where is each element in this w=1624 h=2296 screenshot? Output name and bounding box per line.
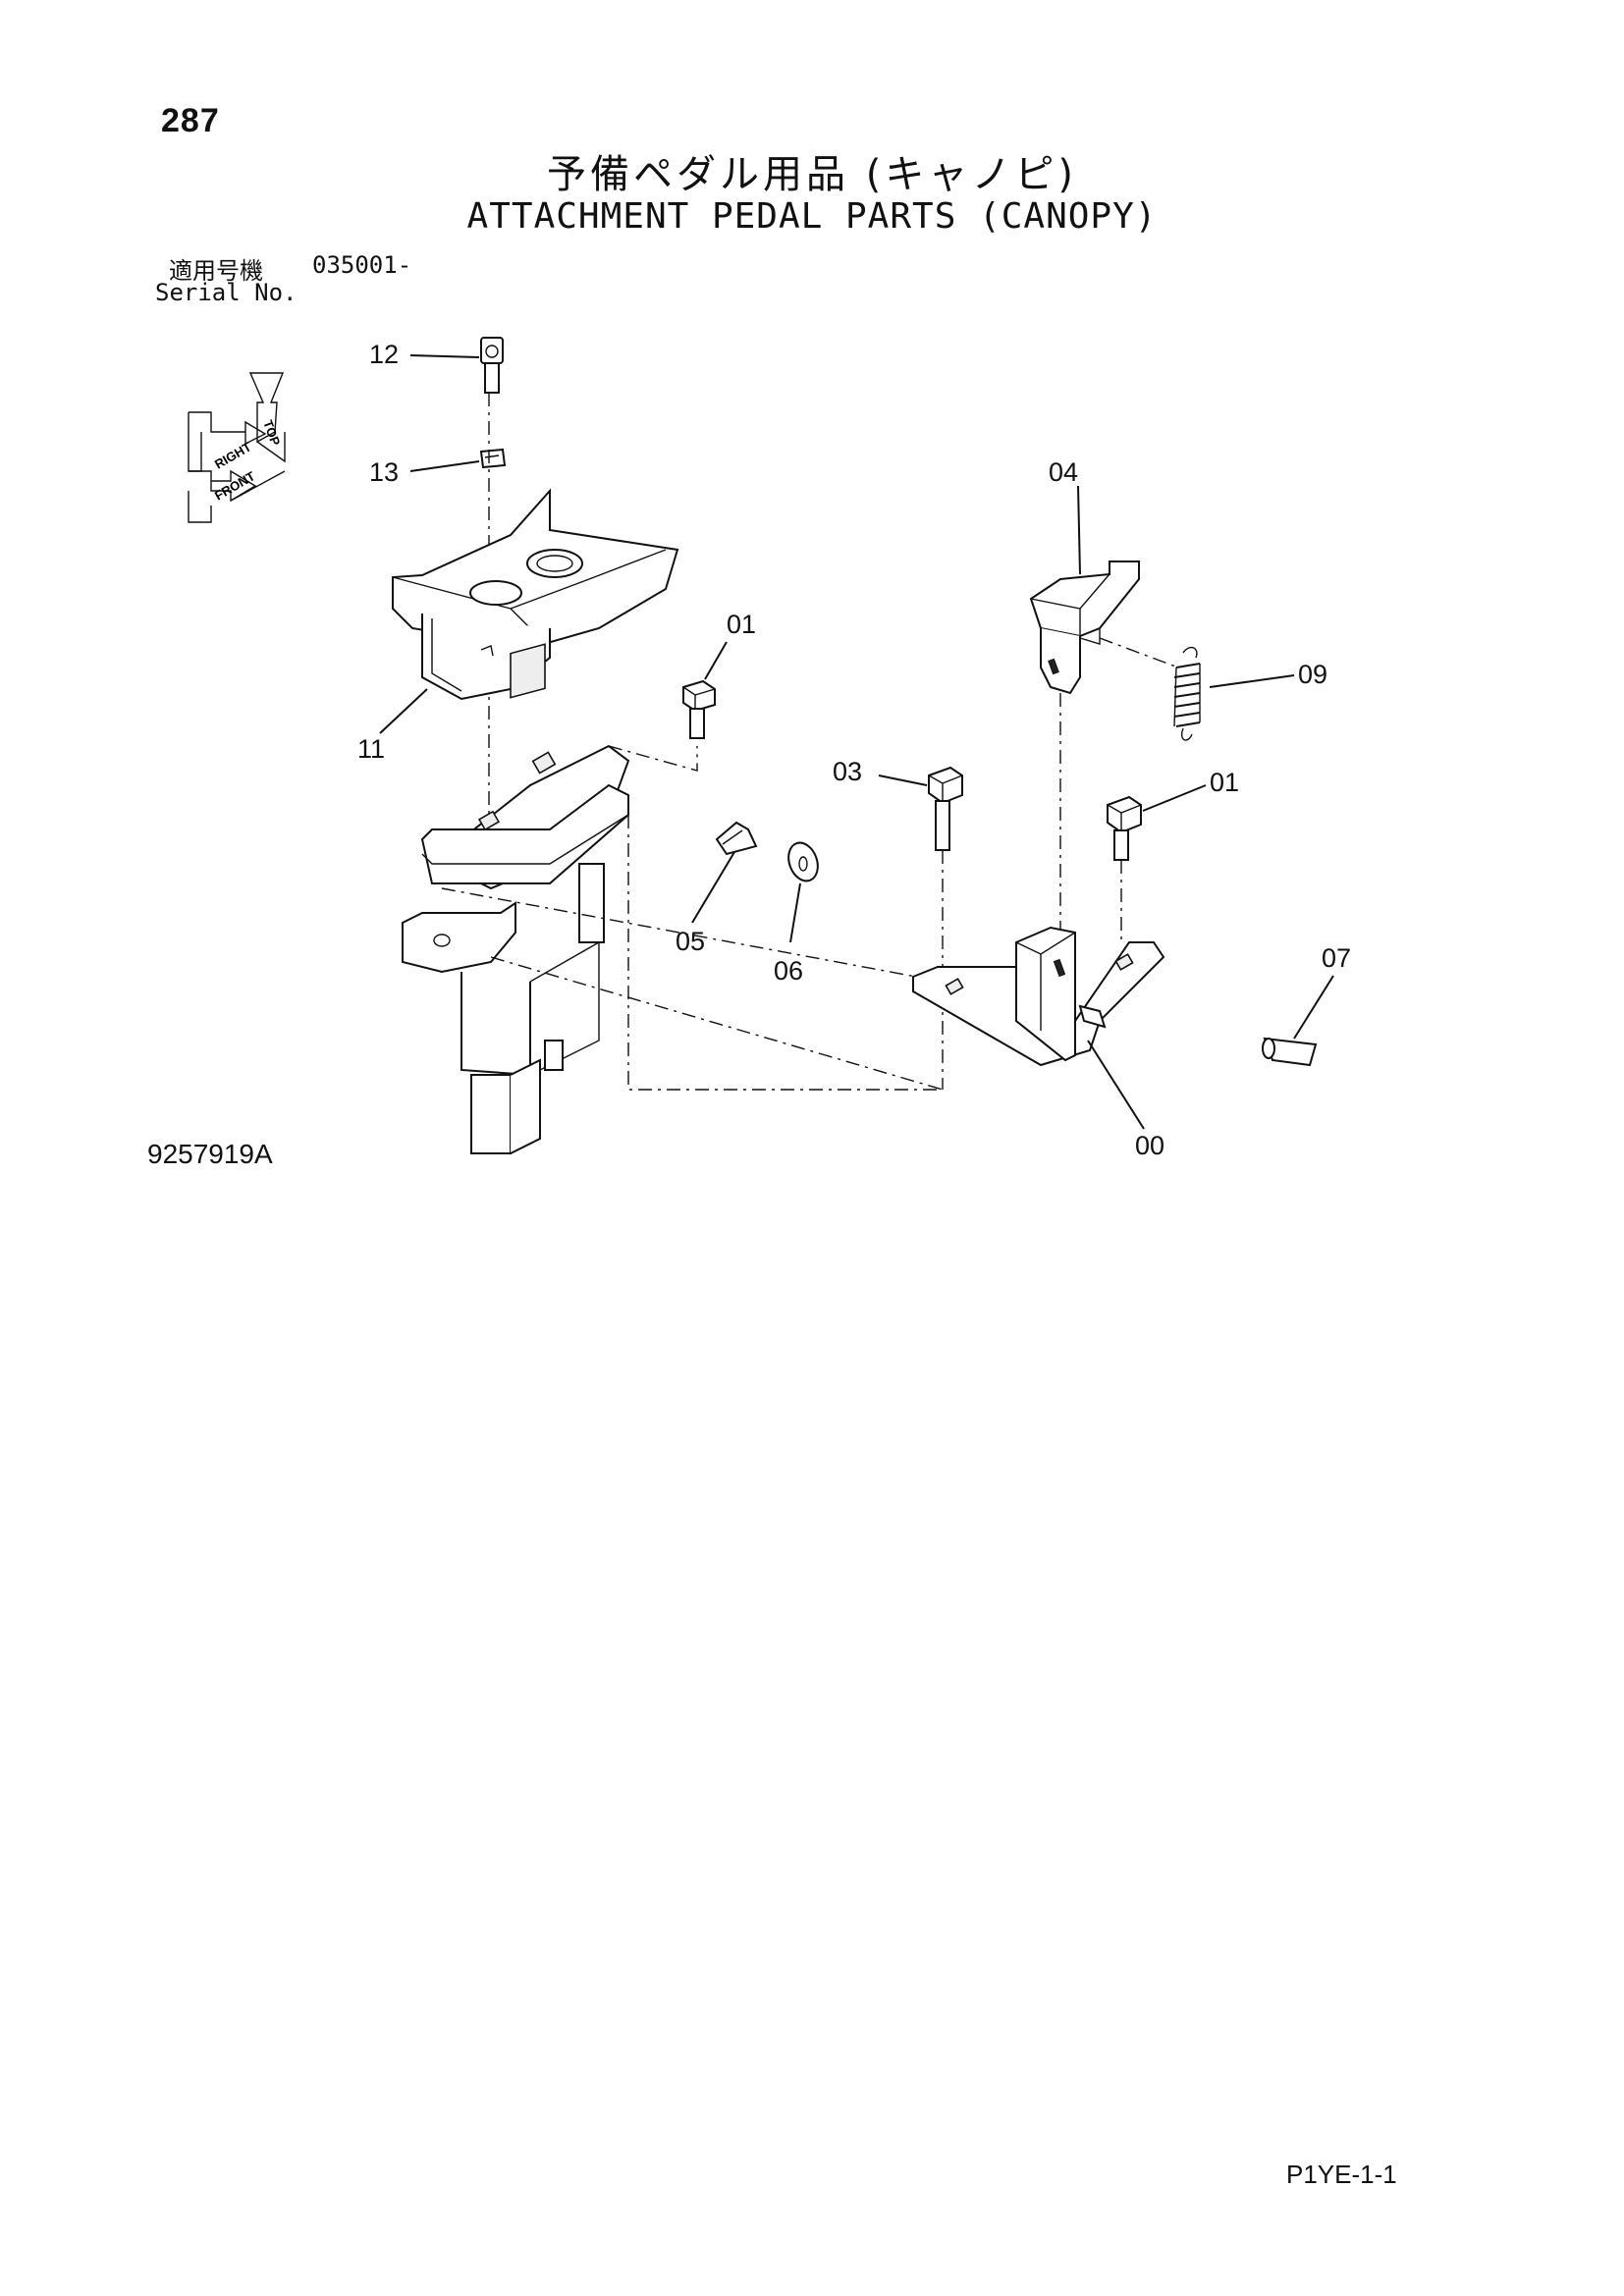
part-01-bolt-upper (682, 679, 716, 739)
callout-00: 00 (1135, 1131, 1164, 1160)
dashed-guide-3 (627, 815, 943, 1091)
leader-05 (691, 851, 735, 924)
dashed-guide-bolt (608, 745, 698, 772)
leader-01-upper (704, 641, 728, 680)
callout-01-lower: 01 (1210, 768, 1239, 797)
callout-04: 04 (1049, 457, 1078, 487)
leader-12 (409, 354, 480, 358)
callout-03: 03 (833, 757, 862, 786)
dashed-guide-spring (1099, 637, 1179, 668)
serial-label-english: Serial No. (155, 279, 298, 306)
part-13-clip (479, 448, 507, 469)
part-09-spring (1173, 646, 1201, 741)
part-04-stopper-bracket (1029, 561, 1140, 695)
callout-09: 09 (1298, 660, 1327, 689)
leader-09 (1209, 674, 1295, 688)
part-03-bolt (928, 766, 963, 851)
part-11-pedal-plate (392, 488, 679, 701)
serial-label-japanese: 適用号機 (169, 257, 263, 285)
part-05-cotter-pin (715, 821, 758, 856)
orientation-indicator-icon: RIGHT FRONT TOP (188, 372, 286, 523)
leader-13 (409, 460, 480, 472)
callout-13: 13 (369, 457, 399, 487)
leader-06 (789, 882, 801, 943)
page-code: P1YE-1-1 (1286, 2160, 1397, 2189)
callout-07: 07 (1322, 943, 1351, 973)
serial-number-value: 035001- (312, 251, 412, 279)
drawing-id: 9257919A (147, 1139, 273, 1169)
title-japanese: 予備ペダル用品 (キャノピ) (547, 152, 1077, 197)
pedal-body (402, 744, 630, 1154)
callout-12: 12 (369, 340, 399, 369)
leader-07 (1293, 975, 1334, 1040)
part-01-bolt-lower (1107, 795, 1142, 861)
callout-11: 11 (357, 734, 385, 764)
title-english: ATTACHMENT PEDAL PARTS (CANOPY) (466, 196, 1158, 237)
callout-05: 05 (676, 927, 705, 956)
leader-04 (1077, 485, 1081, 575)
part-12-pin (480, 337, 504, 394)
leader-11 (379, 688, 428, 734)
page-number: 287 (161, 102, 220, 139)
callout-01-upper: 01 (727, 610, 756, 639)
part-06-washer (787, 841, 819, 882)
part-00-main-bracket (912, 926, 1165, 1067)
part-07-pin (1262, 1037, 1318, 1067)
dashed-guide-2 (490, 956, 944, 1091)
leader-00 (1087, 1040, 1145, 1130)
callout-06: 06 (774, 956, 803, 986)
orientation-right-label: RIGHT (212, 439, 254, 471)
leader-03 (878, 774, 928, 786)
leader-01-lower (1142, 784, 1207, 812)
